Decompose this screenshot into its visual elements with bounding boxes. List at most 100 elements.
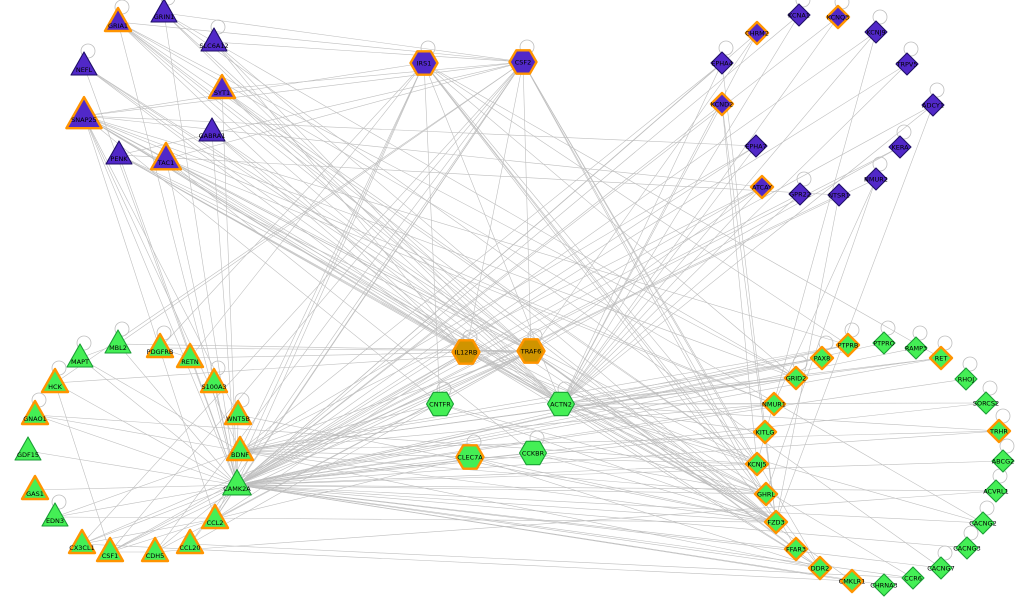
node-FFAR3[interactable]: FFAR3	[783, 536, 809, 562]
edge-CSF2-HCK	[54, 61, 524, 384]
node-ADCY1[interactable]: ADCY1	[921, 93, 945, 117]
node-KCNQ3[interactable]: KCNQ3	[825, 4, 851, 30]
node-SNAP25[interactable]: SNAP25	[65, 95, 103, 130]
edge-BDNF-KCNJ5	[239, 450, 758, 465]
node-CSF2[interactable]: CSF2	[508, 49, 538, 75]
node-CACNG7[interactable]: CACNG7	[927, 556, 955, 580]
edge-KCNJ9-CAMK2A	[236, 31, 877, 486]
node-KCNJ9[interactable]: KCNJ9	[864, 20, 888, 44]
edge-GRIN1-TRAF6	[163, 12, 532, 352]
edge-IRS1-KCNJ5	[423, 62, 758, 465]
node-TRAF6[interactable]: TRAF6	[516, 338, 546, 364]
edge-EPHA4-CAMK2A	[236, 62, 723, 486]
node-CLEC7A[interactable]: CLEC7A	[455, 444, 485, 470]
edge-EPHA7-ACTN2	[560, 145, 757, 405]
edge-GRIA1-CSF2	[117, 21, 524, 63]
node-PENK[interactable]: PENK	[105, 140, 133, 165]
edge-CNTFR-BDNF	[239, 403, 441, 452]
node-FZD3[interactable]: FZD3	[763, 509, 789, 535]
edge-EPHA4-FZD3	[721, 62, 777, 523]
node-IRS1[interactable]: IRS1	[409, 50, 439, 76]
node-ABCG2[interactable]: ABCG2	[991, 449, 1015, 473]
node-CMKLR1[interactable]: CMKLR1	[839, 568, 866, 594]
node-CCKBR[interactable]: CCKBR	[518, 440, 548, 466]
self-loop-NMUR2	[872, 156, 888, 172]
edge-SLC6A12-CSF2	[213, 41, 524, 63]
edge-EPHA7-CAMK2A	[236, 145, 757, 486]
triangle-shape-MAPT	[66, 343, 94, 368]
triangle-shape-RETN	[175, 342, 205, 369]
node-KERA[interactable]: KERA	[888, 135, 912, 159]
edge-CNTFR-FZD3	[439, 403, 777, 523]
node-CNTFR[interactable]: CNTFR	[425, 391, 455, 417]
edge-NEFL-FZD3	[83, 65, 777, 523]
node-SORCS2[interactable]: SORCS2	[973, 391, 999, 415]
edge-CAMK2A-RET	[236, 357, 942, 486]
node-SLC6A12[interactable]: SLC6A12	[199, 27, 229, 52]
edge-TRAF6-DDR2	[530, 350, 821, 569]
edge-CNTFR-GHRL	[439, 403, 767, 495]
node-KCND2[interactable]: KCND2	[709, 91, 735, 117]
edge-IL12RB-FZD3	[465, 351, 777, 523]
diamond-shape-FFAR3	[783, 536, 809, 562]
node-NMUR2[interactable]: NMUR2	[864, 167, 888, 191]
node-CCR6[interactable]: CCR6	[901, 566, 925, 590]
node-IL12RB[interactable]: IL12RB	[451, 339, 481, 365]
diamond-shape-TRHR	[986, 418, 1012, 444]
edge-CSF2-MBL2	[117, 61, 524, 345]
edge-CAMK2A-PAX8	[236, 357, 823, 486]
hexagon-shape-ACTN2	[546, 391, 576, 417]
node-CDH5[interactable]: CDH5	[140, 536, 170, 563]
diamond-shape-KCNJ5	[744, 451, 770, 477]
edge-CSF1-CAMK2A	[109, 484, 238, 553]
node-CACNG3[interactable]: CACNG3	[953, 536, 981, 560]
node-DDR2[interactable]: DDR2	[807, 555, 833, 581]
node-GDF15[interactable]: GDF15	[14, 436, 42, 461]
edge-NMUR2-NMUR1	[773, 178, 877, 405]
edge-CNTFR-CAMK2A	[236, 403, 441, 486]
self-loop-RHOJ	[962, 356, 978, 372]
edge-GRIN1-GRID2	[163, 12, 797, 379]
node-KITLG[interactable]: KITLG	[752, 419, 778, 445]
node-NMUR1[interactable]: NMUR1	[761, 391, 787, 417]
node-RETN[interactable]: RETN	[175, 342, 205, 369]
node-CCL20[interactable]: CCL20	[175, 528, 205, 555]
triangle-shape-GRIN1	[150, 0, 178, 23]
node-PTPRO[interactable]: PTPRO	[872, 331, 896, 355]
edge-GAS1-CAMK2A	[34, 484, 238, 491]
edge-CLEC7A-DDR2	[469, 456, 821, 569]
node-KCNA1[interactable]: KCNA1	[787, 3, 811, 27]
edge-MBL2-CAMK2A	[117, 343, 238, 486]
node-EPHA4[interactable]: EPHA4	[710, 51, 734, 75]
self-loop-SORCS2	[982, 380, 998, 396]
node-CX3CL1[interactable]: CX3CL1	[67, 528, 97, 555]
edge-CAMK2A-PTPRB	[236, 344, 849, 486]
diamond-shape-NTSR1	[827, 183, 851, 207]
edge-TRAF6-CCL20	[189, 350, 532, 545]
node-GAS1[interactable]: GAS1	[20, 474, 50, 501]
edge-EPHA7-BDNF	[239, 145, 757, 452]
edge-SNAP25-KCNJ5	[83, 115, 758, 465]
node-BDNF[interactable]: BDNF	[225, 435, 255, 462]
edge-CCKBR-GHRL	[532, 452, 767, 495]
edge-CSF2-CCL20	[189, 61, 524, 545]
node-CHRM2[interactable]: CHRM2	[744, 20, 770, 46]
node-SYT1[interactable]: SYT1	[207, 73, 237, 100]
edge-IRS1-PTPRB	[423, 62, 849, 346]
edge-CHRM2-ACTN2	[560, 32, 758, 405]
edge-BDNF-FZD3	[239, 450, 777, 523]
node-RET[interactable]: RET	[928, 345, 954, 371]
node-RAMP3[interactable]: RAMP3	[904, 336, 928, 360]
node-RHOJ[interactable]: RHOJ	[954, 367, 978, 391]
edge-NMUR2-CAMK2A	[236, 178, 877, 486]
node-CACNG2[interactable]: CACNG2	[969, 511, 997, 535]
edge-CLEC7A-CAMK2A	[236, 456, 471, 486]
node-NTSR1[interactable]: NTSR1	[827, 183, 851, 207]
node-ATCAY[interactable]: ATCAY	[749, 174, 775, 200]
node-ACVRL1[interactable]: ACVRL1	[983, 479, 1009, 503]
node-KCNJ5[interactable]: KCNJ5	[744, 451, 770, 477]
edge-CAMK2A-NMUR1	[236, 403, 775, 486]
edge-CAMK2A-SORCS2	[236, 402, 987, 486]
